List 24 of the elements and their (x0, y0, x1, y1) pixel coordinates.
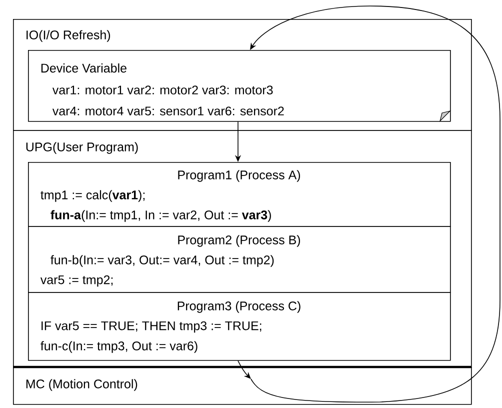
band-heading: UPG(User Program) (26, 142, 138, 154)
band-heading: MC (Motion Control) (26, 379, 138, 391)
arrow (238, 360, 251, 379)
program-box (28, 226, 451, 293)
band (13, 130, 472, 368)
program-box (28, 162, 451, 227)
program-box (28, 292, 451, 361)
code-line: var1: motor1 var2: motor2 var3: motor3 (52, 86, 273, 94)
code-line: var4: motor4 var5: sensor1 var6: sensor2 (52, 106, 284, 116)
program-title: Program1 (Process A) (178, 170, 300, 182)
variable-box (28, 50, 451, 122)
arrow (250, 6, 500, 402)
band (13, 367, 472, 405)
program-title: Program3 (Process C) (178, 301, 300, 313)
code-line: fun-c(In:= tmp3, Out := var6) (40, 341, 198, 353)
code-line: var5 := tmp2; (40, 275, 113, 287)
code-line: tmp1 := calc(var1); (40, 190, 145, 202)
code-line: IF var5 == TRUE; THEN tmp3 := TRUE; (42, 321, 262, 333)
band-heading: IO(I/O Refresh) (26, 30, 110, 42)
program-title: Program2 (Process B) (178, 235, 300, 247)
code-line: fun-b(In:= var3, Out:= var4, Out := tmp2) (50, 255, 274, 267)
box-heading: Device Variable (41, 63, 126, 73)
band (13, 19, 472, 131)
code-line: fun-a(In:= tmp1, In := var2, Out := var3) (50, 210, 271, 222)
